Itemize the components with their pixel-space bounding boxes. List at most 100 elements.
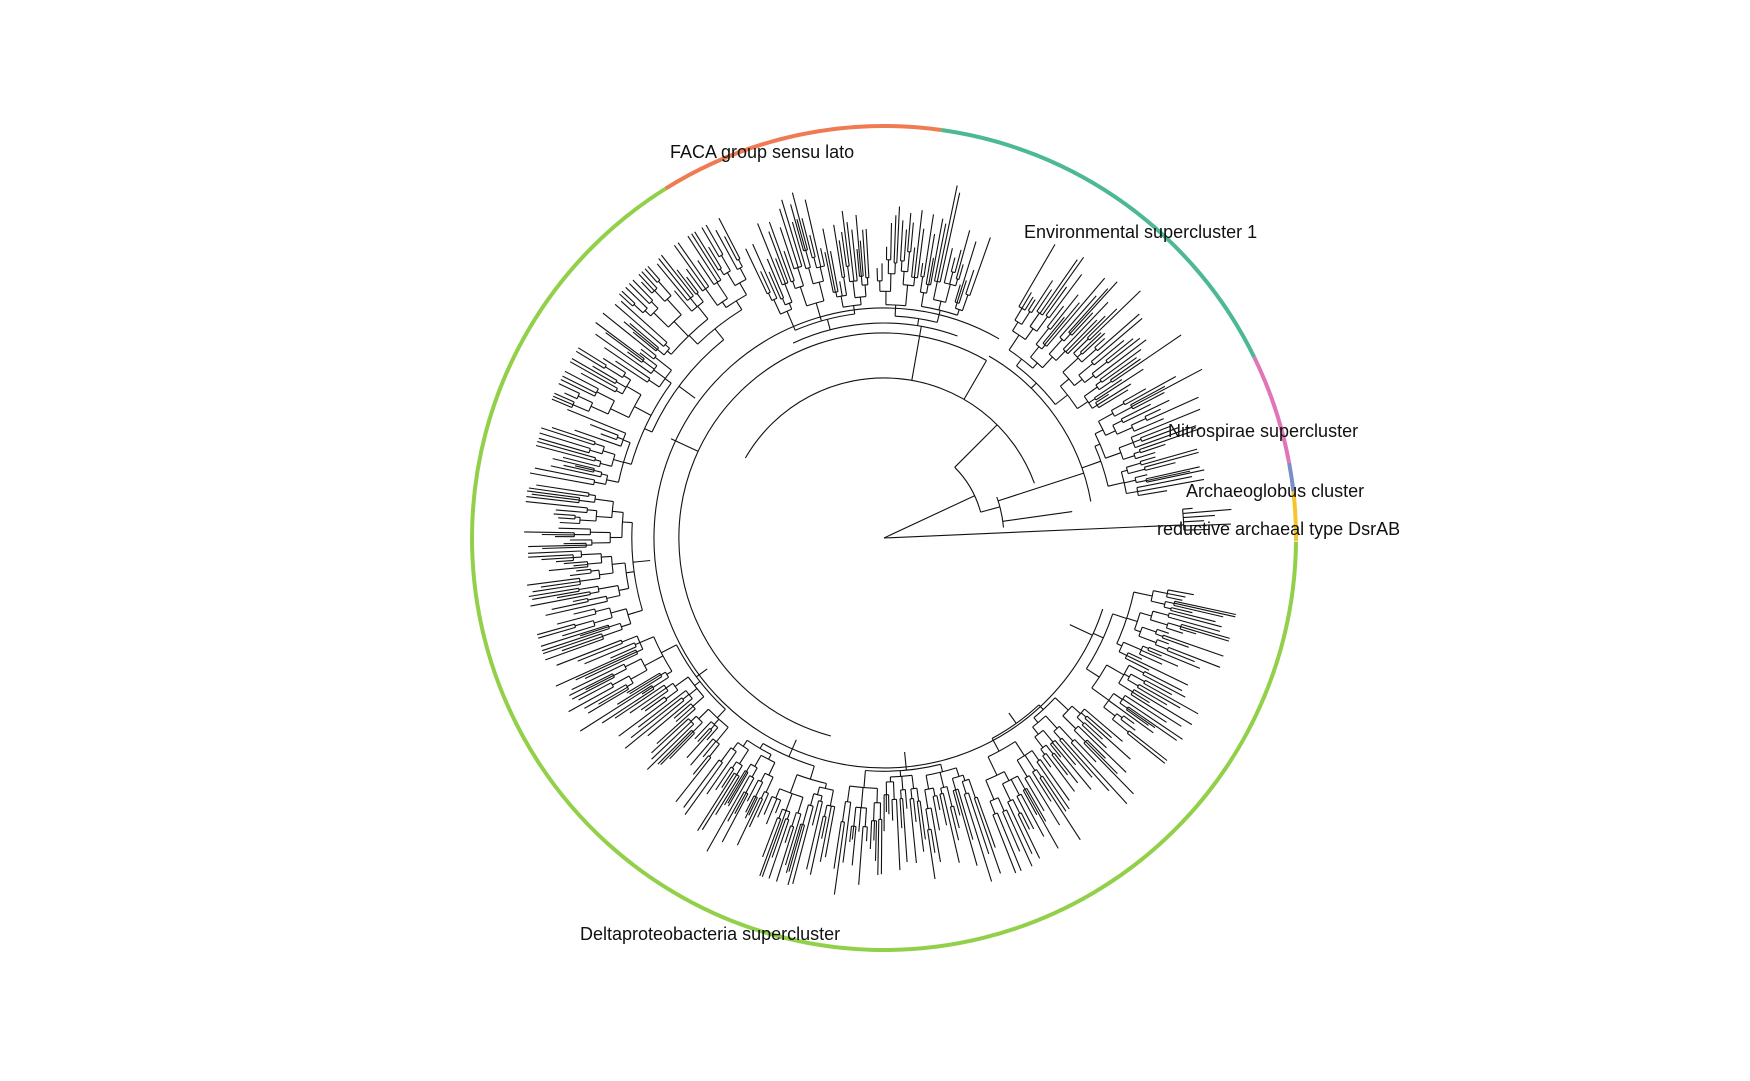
- clade-label-environmental: Environmental supercluster 1: [1024, 222, 1257, 242]
- tree-branch-arc: [790, 280, 795, 283]
- tree-branch-arc: [1154, 629, 1158, 635]
- tree-branch-arc: [663, 342, 668, 347]
- tree-branch: [746, 779, 759, 802]
- tree-branch: [900, 789, 902, 799]
- tree-branch: [930, 829, 936, 853]
- tree-branch-arc: [784, 301, 793, 306]
- tree-branch: [1133, 451, 1141, 455]
- tree-branch: [902, 798, 908, 863]
- tree-branch: [665, 682, 674, 689]
- tree-branch: [615, 390, 623, 395]
- tree-branch: [1020, 812, 1030, 830]
- tree-branch: [706, 751, 737, 795]
- tree-branch-arc: [1046, 326, 1051, 330]
- tree-branch: [1097, 313, 1140, 352]
- tree-branch-arc: [646, 378, 651, 383]
- tree-branch-arc: [730, 766, 735, 770]
- tree-branch: [1167, 616, 1221, 632]
- tree-branch: [919, 276, 924, 293]
- tree-branch: [1032, 362, 1038, 369]
- tree-branch-arc: [1002, 809, 1007, 813]
- tree-branch: [1126, 655, 1189, 686]
- tree-branch-arc: [911, 276, 918, 279]
- tree-branch: [1153, 590, 1168, 595]
- tree-branch: [1062, 301, 1109, 350]
- tree-branch: [1128, 730, 1168, 761]
- tree-branch: [1127, 652, 1143, 660]
- tree-branch-arc: [1144, 416, 1148, 421]
- tree-branch: [907, 213, 912, 252]
- tree-branch-arc: [642, 307, 648, 314]
- tree-branch: [1051, 754, 1069, 776]
- tree-branch: [1073, 338, 1089, 354]
- tree-branch: [1122, 399, 1170, 424]
- tree-branch: [840, 296, 844, 308]
- tree-branch-arc: [1145, 478, 1148, 483]
- tree-branch: [1133, 438, 1142, 443]
- tree-branch: [574, 465, 595, 471]
- tree-branch: [651, 718, 689, 754]
- tree-branch: [1133, 591, 1153, 597]
- tree-branch: [973, 798, 1002, 874]
- tree-branch: [1119, 702, 1128, 709]
- tree-branch: [587, 595, 607, 601]
- tree-branch: [1063, 333, 1071, 342]
- tree-branch-arc: [659, 672, 663, 677]
- tree-branch-arc: [653, 636, 673, 672]
- tree-branch: [718, 217, 741, 260]
- tree-branch: [589, 591, 600, 595]
- tree-branch-arc: [687, 295, 694, 301]
- tree-branch-arc: [934, 280, 941, 283]
- tree-branch: [911, 775, 915, 789]
- tree-branch: [1101, 357, 1137, 383]
- tree-branch-arc: [597, 586, 600, 592]
- tree-branch: [710, 724, 716, 730]
- tree-branch: [949, 806, 960, 841]
- tree-branch: [1107, 337, 1141, 364]
- tree-branch-arc: [733, 772, 740, 777]
- tree-branch-arc: [812, 280, 824, 285]
- tree-branch: [1031, 750, 1040, 761]
- tree-branch: [626, 571, 635, 574]
- tree-branch-arc: [1033, 697, 1056, 719]
- tree-branch: [719, 268, 725, 276]
- tree-branch: [574, 620, 594, 627]
- tree-branch: [641, 281, 653, 294]
- tree-branch: [727, 771, 748, 804]
- tree-branch: [796, 219, 806, 251]
- tree-branch: [553, 513, 576, 516]
- tree-branch: [1131, 368, 1203, 408]
- tree-branch: [1069, 281, 1118, 334]
- tree-branch: [664, 378, 672, 384]
- tree-branch: [529, 472, 594, 486]
- tree-branch: [1008, 334, 1020, 351]
- tree-branch: [601, 473, 608, 476]
- tree-branch: [694, 681, 701, 687]
- tree-branch: [678, 385, 696, 399]
- tree-branch-arc: [1034, 729, 1044, 738]
- tree-branch: [1116, 713, 1123, 719]
- tree-branch-arc: [1035, 343, 1043, 350]
- tree-branch-arc: [610, 682, 614, 688]
- tree-branch-arc: [777, 817, 781, 820]
- tree-branch-arc: [617, 585, 621, 596]
- tree-branch: [1173, 604, 1224, 618]
- tree-branch-arc: [624, 562, 630, 589]
- tree-branch-arc: [1167, 612, 1170, 618]
- tree-branch: [541, 627, 610, 652]
- tree-branch: [877, 819, 880, 876]
- tree-branch: [1157, 639, 1169, 645]
- tree-branch: [563, 561, 588, 565]
- tree-branch: [1110, 358, 1141, 381]
- tree-branch: [632, 331, 657, 352]
- tree-branch: [791, 812, 797, 827]
- tree-branch: [1084, 375, 1095, 383]
- tree-branch-arc: [601, 446, 605, 454]
- tree-branch: [851, 826, 855, 840]
- tree-branch: [1069, 624, 1093, 636]
- tree-branch: [665, 689, 679, 700]
- tree-branch: [1049, 743, 1062, 758]
- tree-branch: [660, 254, 694, 297]
- tree-branch: [1024, 755, 1036, 771]
- tree-branch: [698, 708, 709, 720]
